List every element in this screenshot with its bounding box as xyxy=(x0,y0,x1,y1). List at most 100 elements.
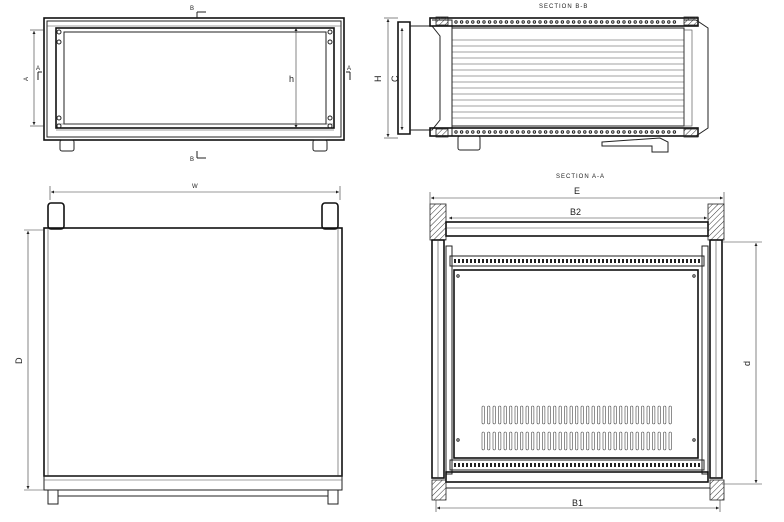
section-a-title: SECTION A-A xyxy=(556,174,605,180)
vent-slot xyxy=(553,405,557,425)
strip-hole xyxy=(578,259,580,263)
vent-slot xyxy=(575,405,579,425)
strip-hole xyxy=(470,259,472,263)
vent-slot xyxy=(619,431,623,451)
strip-hole xyxy=(502,463,504,467)
dim-label-D: D xyxy=(14,357,24,364)
strip-hole xyxy=(542,259,544,263)
rail-hole xyxy=(555,20,559,24)
rail-hole xyxy=(465,130,469,134)
strip-hole xyxy=(462,463,464,467)
vent-slot xyxy=(602,431,606,451)
vent-slot xyxy=(481,405,485,425)
screw-icon xyxy=(56,115,62,121)
section-b-title: SECTION B-B xyxy=(539,4,588,10)
strip-hole xyxy=(478,259,480,263)
strip-hole xyxy=(554,259,556,263)
strip-hole xyxy=(478,463,480,467)
strip-hole xyxy=(562,259,564,263)
section-a-view: SECTION A-A E B2 xyxy=(429,174,762,512)
rail-hole xyxy=(611,130,615,134)
card-cage xyxy=(451,27,685,127)
rail-hole xyxy=(493,20,497,24)
rail-hole xyxy=(661,20,665,24)
strip-hole xyxy=(694,463,696,467)
rail-hole xyxy=(667,20,671,24)
dim-label-B2: B2 xyxy=(570,207,581,217)
vent-slot xyxy=(525,431,529,451)
section-a-top-cover xyxy=(445,221,709,237)
rail-hole xyxy=(471,20,475,24)
strip-hole xyxy=(462,259,464,263)
front-foot-left xyxy=(59,139,75,152)
front-inner-frame xyxy=(46,20,342,138)
rail-hole xyxy=(538,20,542,24)
rail-hole xyxy=(493,130,497,134)
section-b-foot-rear xyxy=(601,137,669,153)
rail-hole xyxy=(605,20,609,24)
vent-slot xyxy=(652,431,656,451)
vent-slot xyxy=(586,431,590,451)
strip-hole xyxy=(686,463,688,467)
vent-slot xyxy=(520,431,524,451)
strip-hole xyxy=(554,463,556,467)
strip-hole xyxy=(466,463,468,467)
strip-hole xyxy=(522,463,524,467)
strip-hole xyxy=(618,259,620,263)
vent-slot xyxy=(624,431,628,451)
strip-hole xyxy=(506,463,508,467)
rail-hole xyxy=(667,130,671,134)
rail-hole xyxy=(549,20,553,24)
rail-hole xyxy=(482,130,486,134)
vent-slot xyxy=(492,405,496,425)
vent-slot xyxy=(591,405,595,425)
strip-hole xyxy=(662,463,664,467)
top-handle-left xyxy=(47,202,65,230)
rail-hole xyxy=(639,130,643,134)
rail-hole xyxy=(583,20,587,24)
rail-hole xyxy=(459,20,464,24)
strip-hole xyxy=(606,463,608,467)
vent-slot xyxy=(575,431,579,451)
strip-hole xyxy=(674,463,676,467)
vent-slot xyxy=(525,405,529,425)
strip-hole xyxy=(622,259,624,263)
section-b-rear-frame xyxy=(684,19,709,137)
cap-bottom-right xyxy=(709,479,725,501)
strip-hole xyxy=(550,259,552,263)
front-foot-right xyxy=(312,139,328,152)
strip-hole xyxy=(542,463,544,467)
rail-hole xyxy=(454,130,458,134)
strip-hole xyxy=(574,259,576,263)
rail-hole xyxy=(566,130,570,134)
strip-hole xyxy=(578,463,580,467)
section-marker-top: B xyxy=(190,6,195,12)
rail-hole xyxy=(527,130,531,134)
vent-slot xyxy=(531,405,535,425)
strip-hole xyxy=(654,259,656,263)
section-a-base xyxy=(445,471,709,483)
strip-hole xyxy=(662,259,664,263)
dim-label-d: d xyxy=(742,361,752,366)
vent-slot xyxy=(580,405,584,425)
rail-hole xyxy=(566,20,570,24)
strip-hole xyxy=(530,259,532,263)
strip-hole xyxy=(498,463,500,467)
strip-hole xyxy=(594,259,596,263)
rail-hole xyxy=(571,130,576,134)
strip-hole xyxy=(558,259,560,263)
rail-hole xyxy=(471,130,475,134)
strip-hole xyxy=(602,259,604,263)
strip-hole xyxy=(678,259,680,263)
vent-slot xyxy=(608,431,612,451)
rail-hole xyxy=(487,20,492,24)
vent-slot xyxy=(646,405,650,425)
vent-slot xyxy=(503,431,507,451)
strip-hole xyxy=(534,463,536,467)
rail-hole xyxy=(583,130,587,134)
rail-hole xyxy=(633,130,637,134)
rail-hole xyxy=(504,130,509,134)
strip-hole xyxy=(642,463,644,467)
rail-hole xyxy=(650,130,654,134)
strip-hole xyxy=(642,259,644,263)
